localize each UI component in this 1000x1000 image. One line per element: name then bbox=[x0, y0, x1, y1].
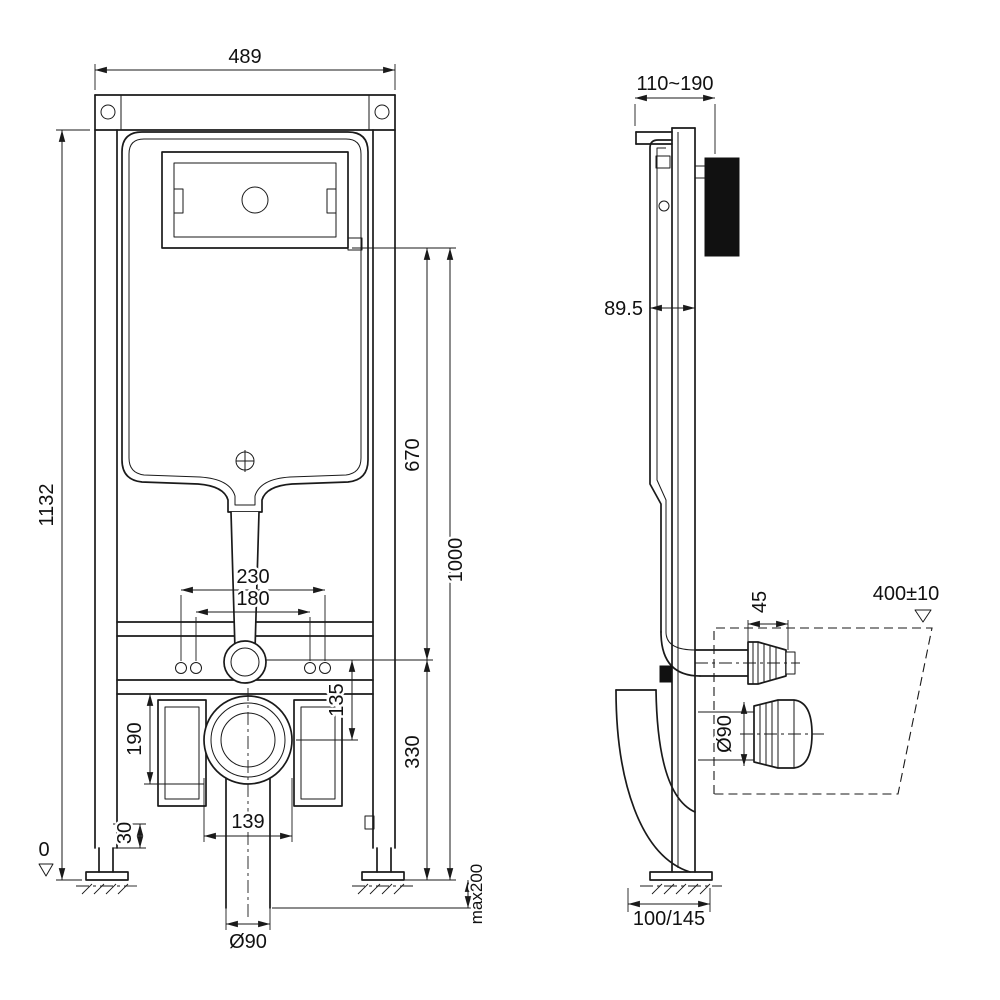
drain-flange bbox=[203, 688, 293, 920]
seat-datum-marker bbox=[914, 609, 932, 623]
drain-connector bbox=[698, 699, 824, 769]
dim-label-670: 670 bbox=[402, 438, 424, 471]
dim-label-floor-offset: 100/145 bbox=[633, 908, 705, 930]
dim-label-190: 190 bbox=[124, 722, 146, 755]
dim-label-bolt-inner: 180 bbox=[236, 588, 269, 610]
side-dimensions: 110~190 89.5 45 400±10 Ø90 100/145 bbox=[602, 71, 942, 933]
dim-label-drain-diameter: Ø90 bbox=[714, 715, 736, 753]
mounting-hole-left bbox=[100, 104, 116, 120]
pan-phantom-outline bbox=[713, 627, 933, 795]
side-rail bbox=[671, 127, 696, 873]
dim-label-135: 135 bbox=[326, 683, 348, 716]
outlet-clamp bbox=[659, 665, 673, 683]
side-foot bbox=[640, 871, 722, 895]
dim-label-width: 489 bbox=[228, 46, 261, 68]
rail-tab bbox=[364, 815, 375, 830]
dim-label-pipe-diameter: Ø90 bbox=[229, 931, 267, 953]
dim-label-30: 30 bbox=[114, 822, 136, 844]
front-view: 489 1132 0 230 180 670 bbox=[34, 44, 489, 956]
dim-label-height: 1132 bbox=[36, 483, 58, 526]
pan-bolt-holes bbox=[175, 662, 331, 674]
dim-label-45: 45 bbox=[749, 591, 771, 613]
wall-plate bbox=[695, 157, 740, 257]
dim-label-89-5: 89.5 bbox=[604, 298, 643, 320]
frame-step bbox=[347, 237, 363, 251]
dim-label-depth-range: 110~190 bbox=[637, 73, 714, 95]
floor-datum-marker bbox=[38, 863, 54, 877]
mounting-frame bbox=[94, 94, 396, 849]
flush-plate-opening bbox=[161, 151, 363, 251]
dim-label-1000: 1000 bbox=[445, 538, 467, 583]
mounting-hole-right bbox=[374, 104, 390, 120]
push-button bbox=[241, 186, 269, 214]
flush-outlet bbox=[659, 631, 800, 685]
dim-label-zero: 0 bbox=[38, 839, 49, 861]
cistern-tank bbox=[121, 131, 369, 513]
adjust-hole bbox=[658, 200, 670, 212]
dim-label-seat-height: 400±10 bbox=[873, 583, 940, 605]
wall-bracket bbox=[635, 131, 673, 212]
dim-label-bolt-outer: 230 bbox=[236, 566, 269, 588]
clip-right bbox=[326, 188, 337, 214]
front-dimensions: 489 1132 0 230 180 670 bbox=[34, 44, 489, 956]
drain-elbow bbox=[615, 689, 696, 873]
side-view: 110~190 89.5 45 400±10 Ø90 100/145 bbox=[602, 71, 942, 933]
dim-label-330: 330 bbox=[402, 735, 424, 768]
outlet-bend bbox=[223, 640, 267, 684]
dim-label-max200: max200 bbox=[467, 864, 486, 924]
clip-left bbox=[173, 188, 184, 214]
side-cistern-profile bbox=[649, 139, 673, 633]
dim-label-139: 139 bbox=[231, 811, 264, 833]
flush-pipe bbox=[223, 511, 267, 684]
frame-feet bbox=[76, 847, 414, 895]
